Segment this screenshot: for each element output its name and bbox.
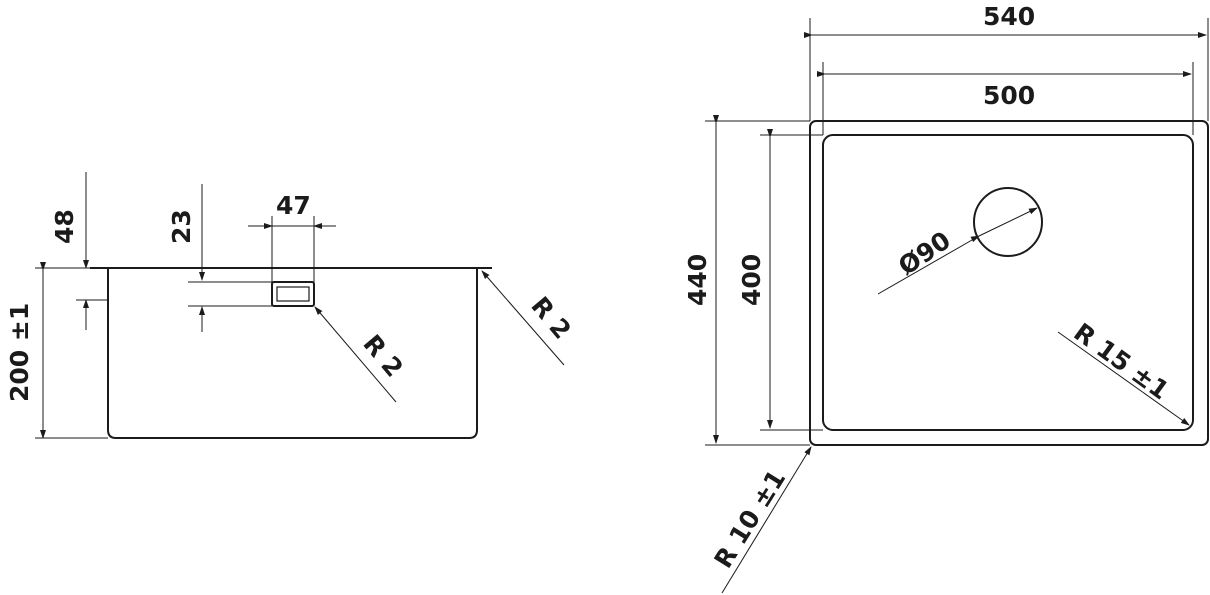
overflow-slot <box>271 281 315 307</box>
outer-height-label: 440 <box>683 254 712 306</box>
inner-width-label: 500 <box>983 81 1035 110</box>
inner-radius-leader <box>1057 331 1190 426</box>
drain-diameter-label: Ø90 <box>893 226 956 281</box>
height-label: 200 ±1 <box>5 303 34 402</box>
outer-radius-leader <box>721 446 812 594</box>
inner-bowl <box>822 134 1194 431</box>
drain-diameter-leader <box>877 235 980 295</box>
inner-radius-label: R 15 ±1 <box>1068 317 1174 405</box>
overflow-radius-label: R 2 <box>357 329 408 382</box>
outer-radius-label: R 10 ±1 <box>708 465 791 573</box>
side-view: 200 ±1 48 23 47 R 2 R 2 <box>5 172 577 439</box>
overflow-width-label: 47 <box>276 191 311 220</box>
rim-label: 48 <box>50 209 79 244</box>
overflow-slot-inner <box>276 286 310 302</box>
inner-height-label: 400 <box>737 254 766 306</box>
rim-radius-leader <box>481 270 565 366</box>
drain-diameter-line <box>970 207 1038 243</box>
overflow-depth-label: 23 <box>167 209 196 244</box>
overflow-radius-leader <box>314 306 397 403</box>
top-view: Ø90 540 500 440 400 R 15 ±1 R 10 ±1 <box>683 2 1209 594</box>
sink-side-profile <box>90 267 492 439</box>
outer-width-label: 540 <box>983 2 1035 31</box>
outer-rim <box>809 120 1209 446</box>
rim-radius-label: R 2 <box>525 291 576 344</box>
